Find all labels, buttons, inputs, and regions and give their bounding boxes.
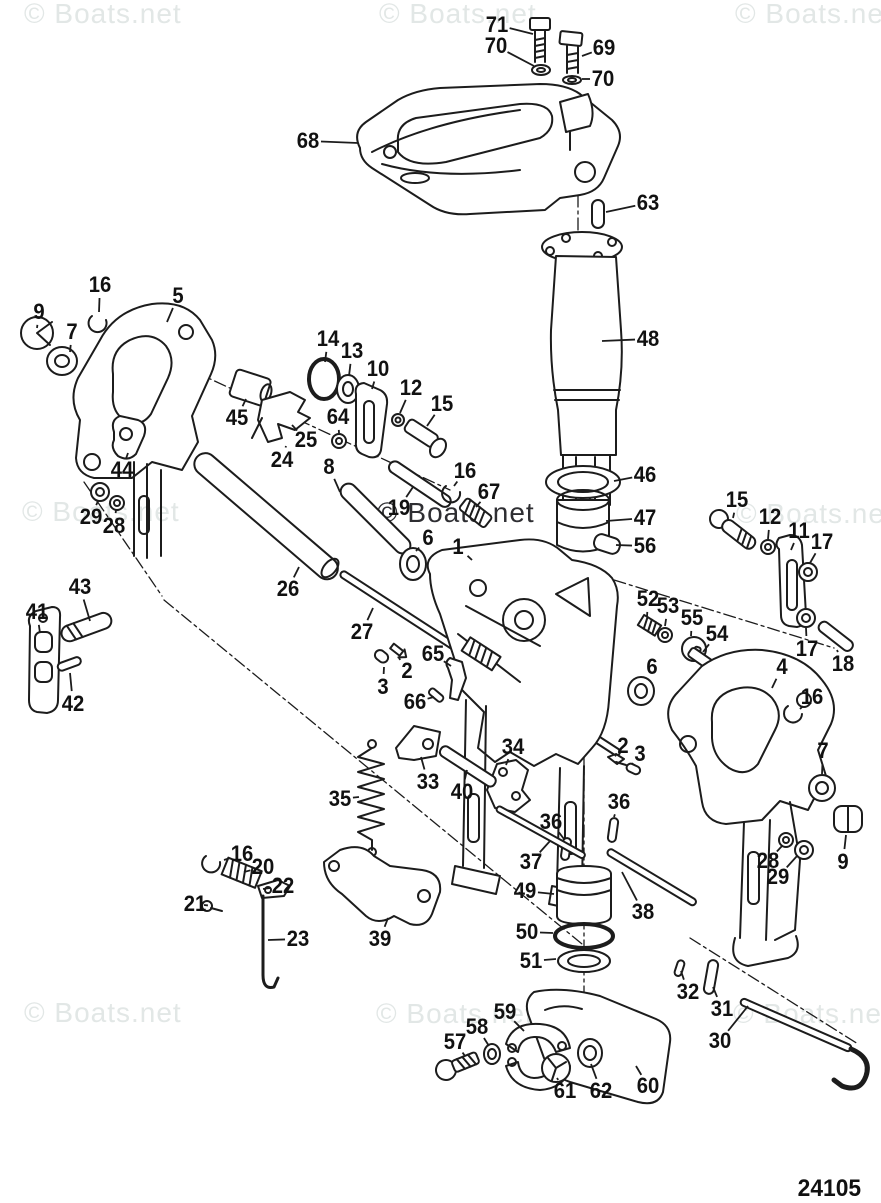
nut-29-right-art xyxy=(795,841,813,859)
washer-28-right-art xyxy=(779,833,793,847)
bushing-7-left-art xyxy=(47,347,77,375)
washer-12-left-art xyxy=(392,414,404,426)
pin-18-art xyxy=(817,620,855,653)
pin-31-art xyxy=(703,959,719,994)
nut-53-art xyxy=(658,628,672,642)
pin-63-art xyxy=(592,200,604,228)
hook-rod-30-art xyxy=(740,998,868,1088)
clip-16-lower-art xyxy=(202,856,220,872)
screw-2-right-art xyxy=(608,754,626,765)
cylinder-49-art xyxy=(557,866,611,924)
bolt-57-art xyxy=(433,1048,481,1083)
swivel-housing-1-art xyxy=(428,539,618,914)
pin-3-right-art xyxy=(625,762,641,775)
washer-17-bottom-art xyxy=(797,609,815,627)
spring-67-art xyxy=(459,497,493,528)
rod-8-art xyxy=(337,480,413,556)
washer-28-left-art xyxy=(110,496,124,510)
ring-51-art xyxy=(558,950,610,972)
bracket-33-art xyxy=(396,726,440,760)
ball-61-art xyxy=(542,1054,570,1082)
bolt-69-art xyxy=(559,31,582,84)
pin-3-left-art xyxy=(373,648,390,664)
washer-12-right-art xyxy=(761,540,775,554)
nut-7-right-art xyxy=(809,775,835,801)
pin-66-art xyxy=(428,687,445,703)
ring-46-art xyxy=(546,466,620,498)
nut-64-art xyxy=(332,434,346,448)
grommet-62-art xyxy=(578,1039,602,1067)
bolt-15-right-art xyxy=(706,506,759,553)
rod-23-art xyxy=(263,896,278,988)
bracket-39-art xyxy=(324,847,440,925)
clamp-bracket-4-art xyxy=(668,650,834,966)
o-ring-14-art xyxy=(309,359,339,399)
washer-58-art xyxy=(484,1044,500,1064)
washer-6-right-art xyxy=(628,677,654,705)
pin-43-art xyxy=(59,611,113,644)
spring-20-art xyxy=(222,858,262,888)
exploded-parts-drawing xyxy=(21,18,867,1103)
washer-6-left-art xyxy=(400,548,426,580)
cap-9-right-art xyxy=(834,806,862,832)
pin-32-art xyxy=(674,959,686,976)
clip-16-left-art xyxy=(89,316,107,332)
plug-56-art xyxy=(592,532,622,555)
bolt-15-left-art xyxy=(403,418,449,460)
tilt-tube-26-art xyxy=(190,449,343,584)
cap-9-left-art xyxy=(21,317,53,349)
rod-19-art xyxy=(387,459,453,509)
pin-42-art xyxy=(57,656,82,672)
anode-41-art xyxy=(29,607,60,713)
washer-17-top-art xyxy=(799,563,817,581)
bracket-10-art xyxy=(356,383,387,457)
rod-38-art xyxy=(606,848,697,907)
spring-35-art xyxy=(358,740,384,856)
drawing-number: 24105 xyxy=(798,1175,861,1203)
nut-29-left-art xyxy=(91,483,109,501)
pin-36-right-art xyxy=(607,818,618,843)
collar-47-art xyxy=(557,490,622,556)
steering-bracket-68-art xyxy=(357,84,620,214)
